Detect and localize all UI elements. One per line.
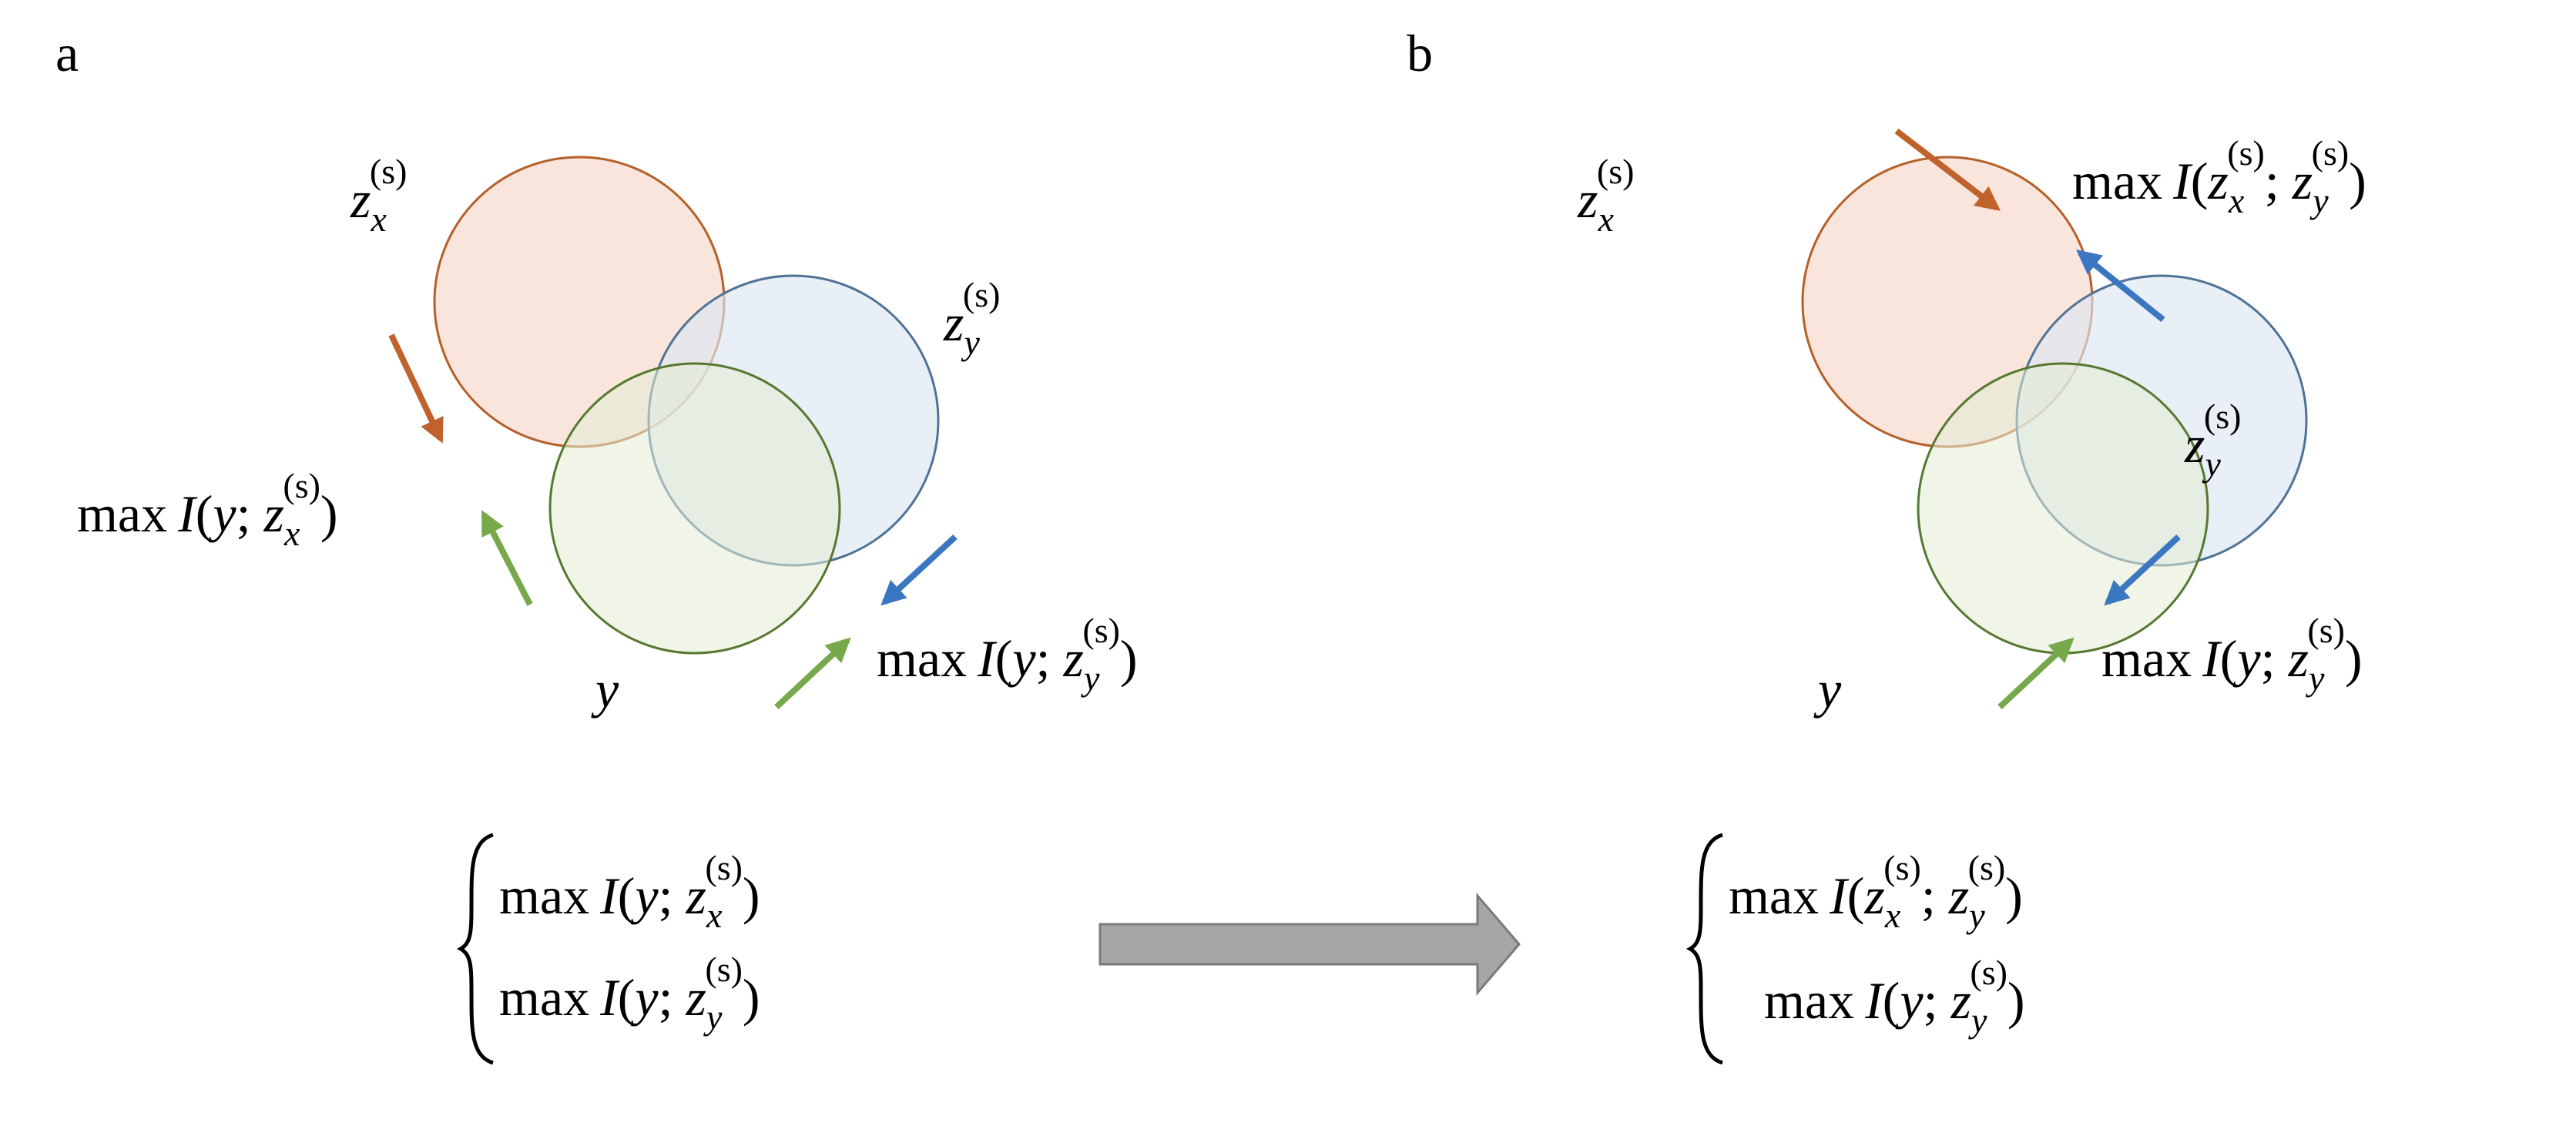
arrow-a-green-right [774,637,851,709]
arrow-b-orange [1894,128,2001,211]
arrow-a-blue [880,534,958,606]
venn-circle-y [548,362,841,655]
left-brace [456,833,494,1065]
arrow-b-blue [2104,534,2181,606]
label-y: y [591,660,619,719]
arrow-b-blue-top [2076,249,2165,323]
right-brace [1685,833,1723,1065]
panel-a-label: a [55,24,79,82]
arrow-a-orange [388,333,444,444]
label-zx: zx(s) [1577,152,1634,239]
transition-arrow [1098,892,1521,997]
venn-circle-y [1917,362,2209,655]
arrow-a-green-left [481,510,533,606]
arrow-b-green [1997,637,2075,709]
label-zy: zy(s) [2184,397,2241,484]
label-y: y [1813,660,1842,719]
label-zx: zx(s) [350,152,407,239]
label-zy: zy(s) [943,275,1000,362]
panel-b-label: b [1407,24,1433,82]
